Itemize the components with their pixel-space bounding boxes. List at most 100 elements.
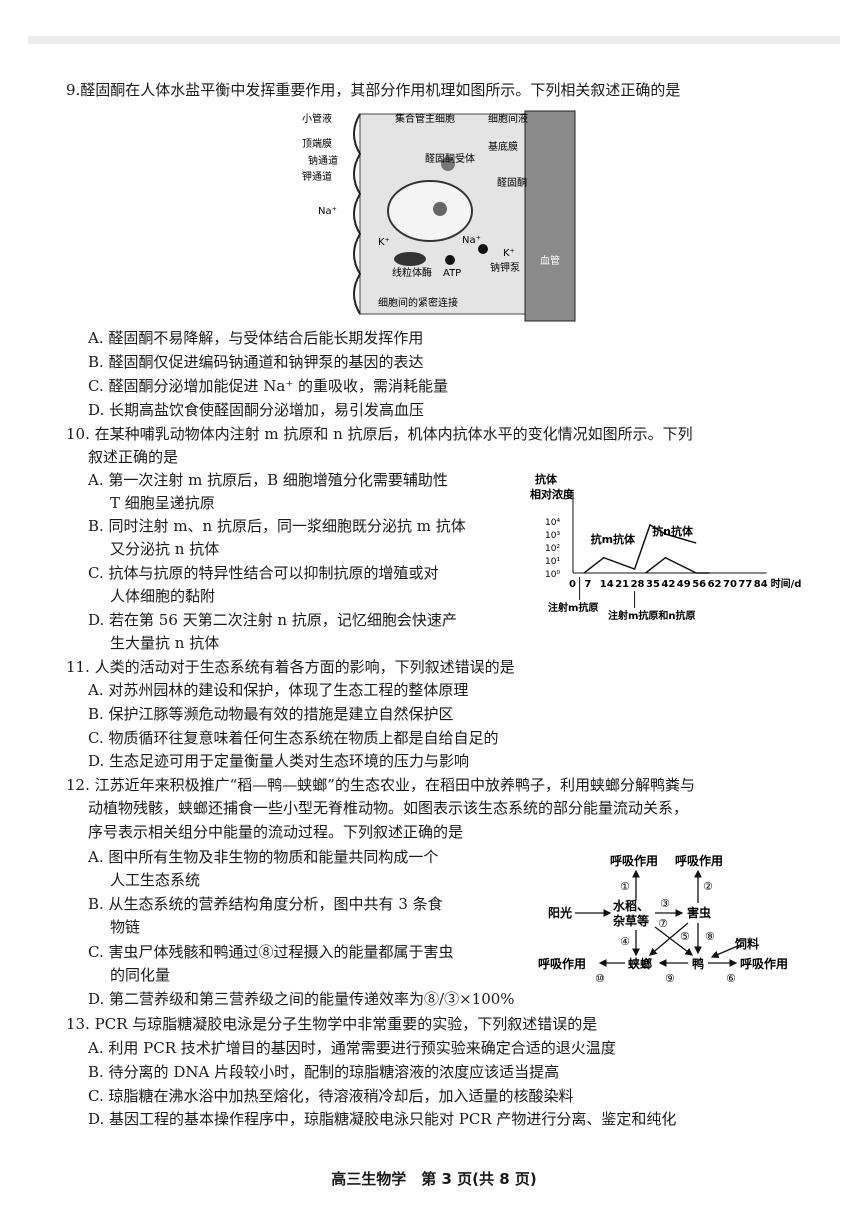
q9-option-c: C. 醛固酮分泌增加能促进 Na⁺ 的重吸收，需消耗能量 bbox=[88, 377, 449, 395]
svg-text:③: ③ bbox=[660, 897, 670, 910]
q11-option-d: D. 生态足迹可用于定量衡量人类对生态环境的压力与影响 bbox=[88, 752, 470, 770]
svg-text:鸭: 鸭 bbox=[692, 956, 704, 971]
svg-text:小管液: 小管液 bbox=[302, 112, 332, 125]
svg-text:基底膜: 基底膜 bbox=[488, 140, 518, 153]
y-tick-label: 10³ bbox=[545, 531, 560, 541]
svg-text:Na⁺: Na⁺ bbox=[318, 206, 337, 217]
svg-text:⑤: ⑤ bbox=[680, 930, 690, 943]
series-line bbox=[583, 523, 697, 574]
q10-option-c: C. 抗体与抗原的特异性结合可以抑制抗原的增殖或对 bbox=[88, 564, 439, 582]
svg-text:血管: 血管 bbox=[540, 254, 560, 267]
q13-option-b: B. 待分离的 DNA 片段较小时，配制的琼脂糖溶液的浓度应该适当提高 bbox=[88, 1063, 560, 1081]
x-tick-label: 0 bbox=[569, 579, 576, 590]
q9-option-a: A. 醛固酮不易降解，与受体结合后能长期发挥作用 bbox=[88, 329, 424, 347]
q12-stem-3: 序号表示相关组分中能量的流动过程。下列叙述正确的是 bbox=[88, 823, 464, 841]
q13-option-a: A. 利用 PCR 技术扩增目的基因时，通常需要进行预实验来确定合适的退火温度 bbox=[88, 1039, 616, 1057]
svg-text:钠钾泵: 钠钾泵 bbox=[490, 261, 520, 274]
y-label-1: 抗体 bbox=[535, 472, 558, 486]
series-label: 抗m抗体 bbox=[591, 532, 636, 546]
svg-text:钠通道: 钠通道 bbox=[308, 154, 338, 167]
y-tick-label: 10¹ bbox=[545, 557, 560, 567]
x-tick-label: 7 bbox=[584, 579, 591, 590]
x-axis-label: 时间/d bbox=[771, 577, 802, 590]
q10-option-b-cont: 又分泌抗 n 抗体 bbox=[110, 540, 220, 558]
q11-option-a: A. 对苏州园林的建设和保护，体现了生态工程的整体原理 bbox=[88, 681, 469, 699]
q12-option-a: A. 图中所有生物及非生物的物质和能量共同构成一个 bbox=[88, 848, 439, 866]
q10-stem: 10. 在某种哺乳动物体内注射 m 抗原和 n 抗原后，机体内抗体水平的变化情况… bbox=[66, 425, 693, 443]
q11-option-b: B. 保护江豚等濒危动物最有效的措施是建立自然保护区 bbox=[88, 705, 454, 723]
svg-text:集合管主细胞: 集合管主细胞 bbox=[395, 112, 455, 125]
x-tick-label: 84 bbox=[754, 579, 768, 590]
annotation: 注射m抗原和n抗原 bbox=[608, 609, 696, 622]
svg-text:细胞间的紧密连接: 细胞间的紧密连接 bbox=[378, 296, 458, 309]
series-label: 抗n抗体 bbox=[652, 524, 694, 538]
y-tick-label: 10⁰ bbox=[545, 570, 560, 580]
q13-option-d: D. 基因工程的基本操作程序中，琼脂糖凝胶电泳只能对 PCR 产物进行分离、鉴定… bbox=[88, 1110, 677, 1128]
series-line bbox=[645, 556, 710, 574]
q12-option-d: D. 第二营养级和第三营养级之间的能量传递效率为⑧/③×100% bbox=[88, 990, 515, 1008]
q10-option-d: D. 若在第 56 天第二次注射 n 抗原，记忆细胞会快速产 bbox=[88, 611, 457, 629]
q12-option-a-cont: 人工生态系统 bbox=[110, 871, 201, 889]
q10-option-d-cont: 生大量抗 n 抗体 bbox=[110, 634, 220, 652]
svg-text:水稻、: 水稻、 bbox=[613, 898, 649, 913]
svg-text:钾通道: 钾通道 bbox=[302, 170, 332, 183]
svg-text:Na⁺: Na⁺ bbox=[462, 235, 481, 246]
annotation: 注射m抗原 bbox=[548, 601, 598, 614]
svg-text:醛固酮: 醛固酮 bbox=[497, 176, 527, 189]
x-tick-label: 70 bbox=[723, 579, 737, 590]
q10-option-c-cont: 人体细胞的黏附 bbox=[110, 587, 216, 605]
q11-stem: 11. 人类的活动对于生态系统有着各方面的影响，下列叙述错误的是 bbox=[66, 658, 515, 676]
q9-stem: 9.醛固酮在人体水盐平衡中发挥重要作用，其部分作用机理如图所示。下列相关叙述正确… bbox=[66, 81, 681, 99]
svg-text:呼吸作用: 呼吸作用 bbox=[740, 956, 788, 971]
q12-stem: 12. 江苏近年来积极推广“稻—鸭—蛱螂”的生态农业，在稻田中放养鸭子，利用蛱螂… bbox=[66, 776, 695, 794]
x-tick-label: 14 bbox=[600, 579, 614, 590]
x-tick-label: 42 bbox=[661, 579, 675, 590]
x-tick-label: 35 bbox=[646, 579, 660, 590]
x-tick-label: 56 bbox=[692, 579, 706, 590]
svg-text:K⁺: K⁺ bbox=[378, 237, 390, 248]
y-label-2: 相对浓度 bbox=[530, 487, 575, 501]
svg-text:醛固酮受体: 醛固酮受体 bbox=[425, 152, 475, 165]
energy-flow-diagram: 呼吸作用呼吸作用 阳光 水稻、杂草等 害虫 饲料 蛱螂 鸭 呼吸作用呼吸作用 ①… bbox=[538, 853, 788, 985]
q10-option-a: A. 第一次注射 m 抗原后，B 细胞增殖分化需要辅助性 bbox=[88, 471, 448, 489]
q12-option-b: B. 从生态系统的营养结构角度分析，图中共有 3 条食 bbox=[88, 895, 443, 913]
svg-text:⑦: ⑦ bbox=[658, 917, 668, 930]
svg-text:顶端膜: 顶端膜 bbox=[302, 137, 332, 150]
x-tick-label: 28 bbox=[631, 579, 645, 590]
svg-text:④: ④ bbox=[620, 935, 630, 948]
svg-text:呼吸作用: 呼吸作用 bbox=[675, 853, 723, 868]
q13-stem: 13. PCR 与琼脂糖凝胶电泳是分子生物学中非常重要的实验，下列叙述错误的是 bbox=[66, 1015, 598, 1033]
x-tick-label: 21 bbox=[615, 579, 629, 590]
q9-option-d: D. 长期高盐饮食使醛固酮分泌增加，易引发高血压 bbox=[88, 401, 425, 419]
svg-text:呼吸作用: 呼吸作用 bbox=[610, 853, 658, 868]
svg-text:杂草等: 杂草等 bbox=[613, 913, 649, 928]
x-tick-label: 77 bbox=[738, 579, 752, 590]
svg-text:阳光: 阳光 bbox=[548, 905, 572, 920]
blood-vessel bbox=[524, 110, 576, 322]
q11-option-c: C. 物质循环往复意味着任何生态系统在物质上都是自给自足的 bbox=[88, 729, 499, 747]
q9-cell-diagram: 小管液 集合管主细胞 细胞间液 顶端膜 钠通道 钾通道 Na⁺ K⁺ 醛固酮受体… bbox=[302, 110, 576, 322]
svg-text:蛱螂: 蛱螂 bbox=[628, 956, 652, 971]
q9-option-b: B. 醛固酮仅促进编码钠通道和钠钾泵的基因的表达 bbox=[88, 353, 424, 371]
svg-text:K⁺: K⁺ bbox=[503, 248, 515, 259]
svg-text:①: ① bbox=[620, 880, 630, 893]
svg-text:饲料: 饲料 bbox=[734, 936, 759, 951]
q12-option-c: C. 害虫尸体残骸和鸭通过⑧过程摄入的能量都属于害虫 bbox=[88, 943, 454, 961]
svg-text:⑧: ⑧ bbox=[705, 930, 715, 943]
q10-option-a-cont: T 细胞呈递抗原 bbox=[110, 494, 215, 512]
svg-text:细胞间液: 细胞间液 bbox=[488, 112, 528, 125]
q12-option-b-cont: 物链 bbox=[110, 918, 141, 936]
svg-text:⑥: ⑥ bbox=[726, 972, 736, 985]
svg-text:②: ② bbox=[703, 880, 713, 893]
q12-option-c-cont: 的同化量 bbox=[110, 966, 171, 984]
q10-option-b: B. 同时注射 m、n 抗原后，同一浆细胞既分泌抗 m 抗体 bbox=[88, 517, 466, 535]
svg-text:呼吸作用: 呼吸作用 bbox=[538, 956, 586, 971]
page-footer: 高三生物学 第 3 页(共 8 页) bbox=[331, 1170, 537, 1188]
q13-option-c: C. 琼脂糖在沸水浴中加热至熔化，待溶液稍冷却后，加入适量的核酸染料 bbox=[88, 1087, 574, 1105]
svg-text:害虫: 害虫 bbox=[687, 905, 711, 920]
q10-stem-cont: 叙述正确的是 bbox=[88, 448, 179, 466]
q12-stem-2: 动植物残骸，蛱螂还捕食一些小型无脊椎动物。如图表示该生态系统的部分能量流动关系， bbox=[88, 799, 689, 817]
svg-text:线粒体酶: 线粒体酶 bbox=[392, 266, 432, 279]
